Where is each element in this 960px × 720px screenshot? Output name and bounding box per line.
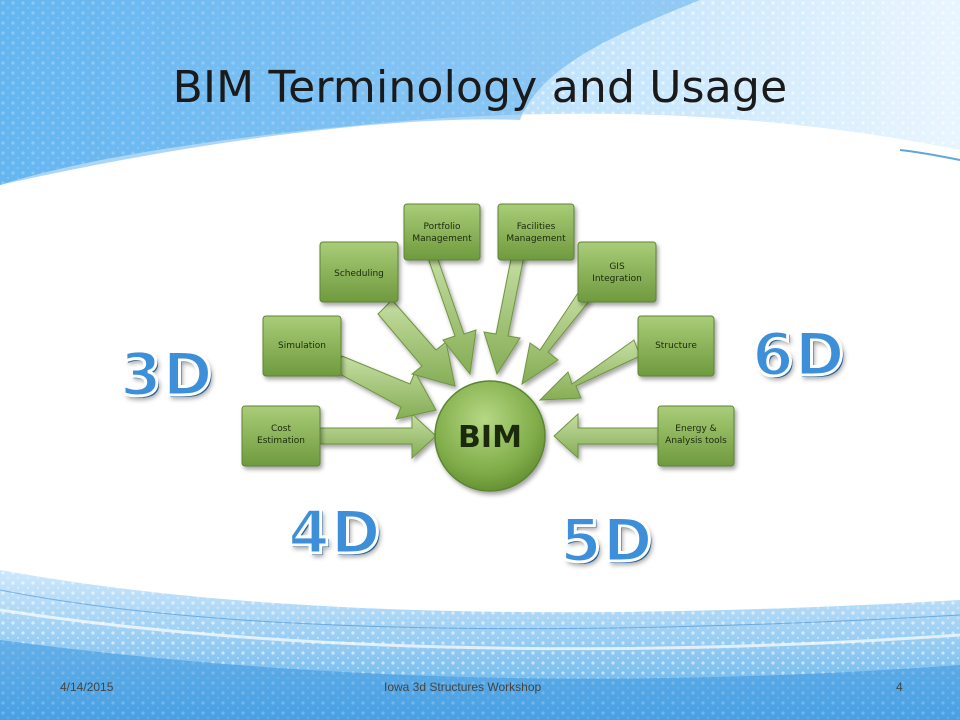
arrow-structure	[538, 339, 641, 401]
box-label: Integration	[592, 274, 642, 284]
arrow-energy	[553, 412, 661, 460]
box-label: Estimation	[257, 436, 305, 446]
box-facilities-management: Facilities Management	[497, 203, 575, 261]
box-gis-integration: GIS Integration	[577, 241, 657, 303]
box-label: Analysis tools	[665, 436, 727, 446]
dimension-label-6d: 6D	[751, 319, 847, 392]
box-label: Facilities	[517, 222, 556, 232]
box-portfolio-management: Portfolio Management	[403, 203, 481, 261]
box-label: Simulation	[278, 341, 326, 351]
footer-page-number: 4	[896, 680, 903, 694]
dimension-label-3d: 3D	[119, 339, 215, 412]
slide-title: BIM Terminology and Usage	[172, 62, 788, 113]
footer-date: 4/14/2015	[60, 680, 114, 694]
box-scheduling: Scheduling	[319, 241, 399, 303]
box-structure: Structure	[637, 315, 715, 377]
bim-center-node: BIM	[434, 380, 546, 492]
box-label: Energy &	[675, 424, 716, 434]
arrow-portfolio	[427, 253, 477, 376]
box-simulation: Simulation	[262, 315, 342, 377]
arrows	[319, 253, 661, 460]
box-label: Cost	[271, 424, 291, 434]
box-cost-estimation: Cost Estimation	[241, 405, 321, 467]
footer-title: Iowa 3d Structures Workshop	[384, 680, 542, 694]
bim-center-label: BIM	[458, 420, 522, 455]
box-energy-analysis: Energy & Analysis tools	[657, 405, 735, 467]
box-label: Management	[412, 234, 472, 244]
dimension-label-4d: 4D	[287, 497, 383, 570]
box-label: Portfolio	[423, 222, 461, 232]
dimension-label-5d: 5D	[559, 505, 655, 578]
arrow-cost-estimation	[319, 412, 437, 460]
box-label: Structure	[655, 341, 697, 351]
arrow-simulation	[335, 355, 437, 420]
box-label: Management	[506, 234, 566, 244]
box-label: Scheduling	[334, 269, 384, 279]
arrow-scheduling	[377, 299, 456, 387]
arrow-facilities	[483, 253, 525, 376]
box-label: GIS	[609, 262, 625, 272]
arrow-gis	[521, 289, 591, 386]
